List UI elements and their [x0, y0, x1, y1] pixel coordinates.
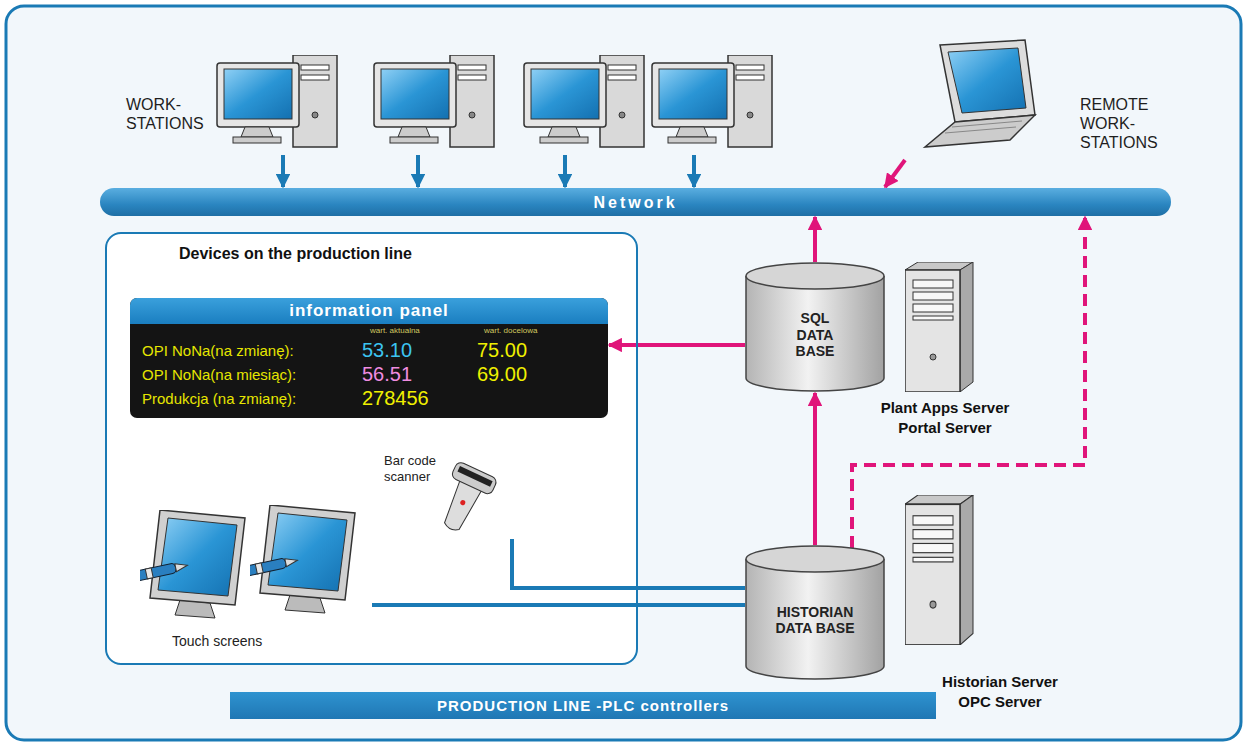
node-label: PRODUCTION LINE -PLC controllers: [230, 697, 936, 715]
touch-screen-icons: [242, 505, 355, 613]
node-label: Devices on the production line: [179, 244, 412, 263]
workstation-computers: [652, 55, 772, 147]
outer-frame: [6, 6, 1241, 740]
server-icons: [905, 495, 973, 645]
connector: [813, 393, 817, 545]
touch-screens: Touch screens: [132, 507, 372, 657]
workstation-computers: [524, 55, 644, 147]
panel-cell: Produkcja (na zmianę):: [142, 390, 296, 408]
panel-cell: OPI NoNa(na miesiąc):: [142, 366, 296, 384]
node-label: SQL DATA BASE: [785, 310, 845, 360]
workstations-group: WORK- STATIONS: [120, 45, 785, 155]
database-cylinder: HISTORIAN DATA BASE: [745, 545, 885, 680]
node-label: WORK- STATIONS: [126, 95, 212, 133]
laptop-icon: [948, 48, 1026, 113]
connector: [885, 160, 905, 187]
laptop-icon: [925, 115, 1035, 147]
laptop-icon: [945, 127, 1016, 133]
panel-cell: OPI NoNa(na zmianę):: [142, 342, 294, 360]
panel-cell: wart. docelowa: [484, 326, 537, 336]
node-label: HISTORIAN DATA BASE: [775, 604, 855, 638]
connector: [416, 155, 420, 187]
network-bus: Network: [100, 188, 1171, 216]
node-label: Bar code scanner: [384, 453, 444, 484]
panel-cell: wart. aktualna: [370, 326, 420, 336]
node-label: information panel: [130, 298, 608, 324]
cylinder-top: [746, 263, 884, 289]
barcode-scanner-icon: [459, 499, 466, 506]
barcode-scanner-icon: [450, 461, 497, 496]
panel-cell: 278456: [362, 386, 429, 410]
barcode-scanner-icon: [431, 461, 498, 539]
server-label: Plant Apps Server Portal Server: [865, 398, 1025, 437]
panel-cell: 75.00: [477, 338, 527, 362]
connector: [852, 217, 1085, 548]
panel-cell: 53.10: [362, 338, 412, 362]
node-label: Network: [100, 193, 1171, 212]
connector: [609, 343, 745, 347]
cylinder-body: [746, 559, 884, 679]
connector: [563, 155, 567, 187]
touch-screen-icons: [132, 510, 245, 618]
connector: [512, 539, 745, 588]
workstation-computers: [374, 55, 494, 147]
plc-band: PRODUCTION LINE -PLC controllers: [230, 692, 936, 719]
connector: [692, 155, 696, 187]
cylinder-top: [746, 546, 884, 572]
devices-area-fill: [106, 233, 637, 664]
server-icons: [905, 262, 973, 392]
panel-cell: 69.00: [477, 362, 527, 386]
server-icons: [905, 262, 973, 645]
node-label: Touch screens: [172, 633, 262, 650]
devices-group: information panel wart. aktualna wart. doc…: [105, 232, 638, 665]
workstation-computers: [217, 55, 337, 147]
server-label: Historian Server OPC Server: [930, 672, 1070, 711]
cylinder-body: [746, 276, 884, 391]
connector: [281, 155, 285, 187]
laptop-icon: [925, 40, 1035, 147]
laptop-icon: [952, 121, 1022, 127]
panel-cell: 56.51: [362, 362, 412, 386]
connector: [372, 603, 745, 607]
node-label: REMOTE WORK- STATIONS: [1080, 95, 1166, 153]
barcode-scanner: Bar code scanner: [382, 447, 522, 539]
database-cylinder: SQL DATA BASE: [745, 262, 885, 392]
barcode-scanner-icon: [457, 466, 492, 487]
workstation-computers: [217, 55, 772, 147]
remote-workstations-group: REMOTE WORK- STATIONS: [840, 45, 1170, 160]
information-panel: information panel wart. aktualna wart. doc…: [130, 298, 608, 418]
connector: [813, 217, 817, 262]
laptop-icon: [940, 40, 1035, 122]
touch-screen-icons: [132, 505, 355, 618]
